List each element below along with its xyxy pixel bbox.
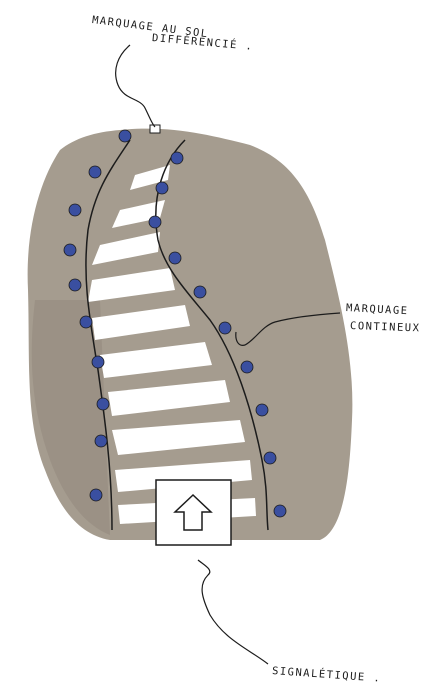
continuous-marking-label-line2: CONTINEUX xyxy=(350,320,421,335)
leader-floor-marking xyxy=(116,45,155,127)
leader-signage xyxy=(198,560,268,664)
